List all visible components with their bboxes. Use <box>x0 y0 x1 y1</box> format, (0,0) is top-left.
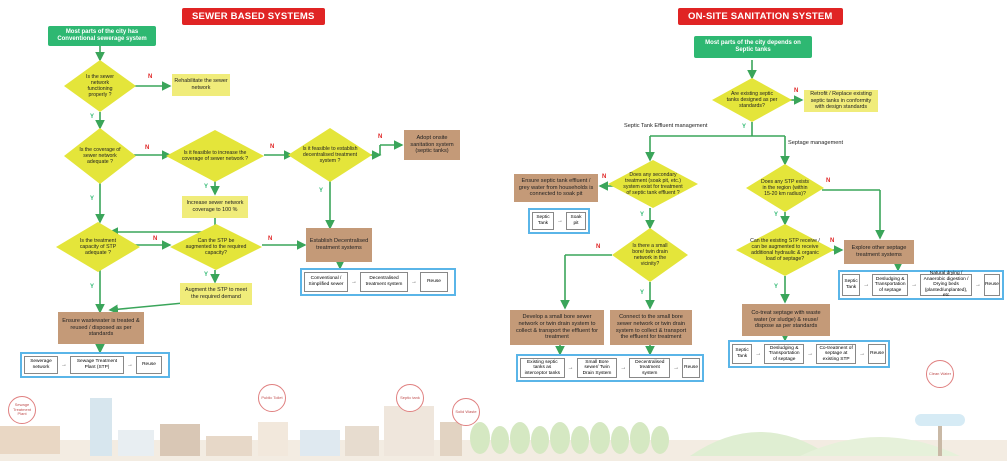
left-outcome-decentralised: Establish Decentralised treatment system… <box>306 228 372 262</box>
strip-cell: Conventional / Simplified sewer <box>304 272 348 292</box>
strip-cell: Reuse <box>682 358 700 378</box>
left-decision-sewer-functioning: Is the sewer network functioning properl… <box>64 60 136 112</box>
arrow-right-icon: → <box>351 279 357 285</box>
right-action-retrofit: Retrofit / Replace existing septic tanks… <box>804 90 878 112</box>
label-yes: Y <box>90 196 95 202</box>
arrow-right-icon: → <box>620 365 627 371</box>
strip-cell: Soak pit <box>566 212 586 230</box>
label-yes: Y <box>640 290 645 296</box>
strip-cell: Septic Tank <box>732 344 753 364</box>
arrow-right-icon: → <box>863 282 870 288</box>
arrow-right-icon: → <box>61 362 67 368</box>
strip-cell: Small Bore sewer/ Twin Drain System <box>576 358 618 378</box>
label-yes: Y <box>742 124 747 130</box>
label-yes: Y <box>640 212 645 218</box>
left-decision-stp-augment: Can the STP be augmented to the required… <box>170 224 262 270</box>
city-skyline-illustration <box>0 398 1007 461</box>
label-no: N <box>268 236 273 242</box>
right-outcome-explore-septage: Explore other septage treatment systems <box>844 240 914 264</box>
left-strip-sewerage: Sewerage network → Sewage Treatment Plan… <box>20 352 170 378</box>
scene-pin-clean-water: Clean Water <box>926 360 954 388</box>
label-no: N <box>830 238 835 244</box>
left-outcome-adopt-onsite: Adopt onsite sanitation system (septic t… <box>404 130 460 160</box>
strip-cell: Reuse <box>868 344 886 364</box>
strip-cell: Septic Tank <box>842 274 861 296</box>
label-no: N <box>596 244 601 250</box>
arrow-right-icon: → <box>859 351 866 357</box>
strip-cell: Desludging & Transportation of septage <box>872 274 909 296</box>
label-no: N <box>145 145 150 151</box>
left-start-box: Most parts of the city has Conventional … <box>48 26 156 46</box>
label-yes: Y <box>774 284 779 290</box>
left-action-increase-coverage: Increase sewer network coverage to 100 % <box>182 196 248 218</box>
right-decision-stp-exists: Does any STP exists in the region (withi… <box>746 164 824 212</box>
branch-label-septage: Septage management <box>788 140 844 146</box>
label-no: N <box>270 144 275 150</box>
label-yes: Y <box>204 184 209 190</box>
right-action-develop-drain: Develop a small bore sewer network or tw… <box>510 310 604 345</box>
left-decision-coverage-adequate: Is the coverage of sewer network adequat… <box>64 128 136 184</box>
label-no: N <box>378 134 383 140</box>
title-sewer-based: SEWER BASED SYSTEMS <box>182 8 325 25</box>
strip-cell: Sewerage network <box>24 356 58 374</box>
arrow-right-icon: → <box>755 351 762 357</box>
strip-cell: Existing septic tanks as interceptor tan… <box>520 358 565 378</box>
strip-cell: Sewage Treatment Plant (STP) <box>70 356 124 374</box>
title-onsite-sanitation: ON-SITE SANITATION SYSTEM <box>678 8 843 25</box>
right-strip-cotreatment: Septic Tank → Desludging & Transportatio… <box>728 340 890 368</box>
left-action-rehabilitate: Rehabilitate the sewer network <box>172 74 230 96</box>
label-no: N <box>148 74 153 80</box>
arrow-right-icon: → <box>411 279 417 285</box>
arrow-right-icon: → <box>127 362 133 368</box>
label-no: N <box>153 236 158 242</box>
scene-pin-solid-waste: Solid Waste <box>452 398 480 426</box>
label-yes: Y <box>774 212 779 218</box>
label-yes: Y <box>204 272 209 278</box>
label-yes: Y <box>319 188 324 194</box>
left-action-augment-stp: Augment the STP to meet the required dem… <box>180 283 252 305</box>
right-outcome-soakpit: Ensure septic tank effluent / grey water… <box>514 174 598 202</box>
arrow-right-icon: → <box>807 351 814 357</box>
label-no: N <box>602 174 607 180</box>
strip-cell: Decentralised treatment system <box>360 272 408 292</box>
strip-cell: Decentralised treatment system <box>629 358 671 378</box>
right-start-box: Most parts of the city depends on Septic… <box>694 36 812 58</box>
right-decision-secondary-treatment: Does any secondary treatment (soak pit, … <box>608 160 698 208</box>
label-no: N <box>794 88 799 94</box>
left-outcome-ensure-reuse: Ensure wastewater is treated & reused / … <box>58 312 144 344</box>
right-decision-septic-standards: Are existing septic tanks designed as pe… <box>712 78 792 122</box>
strip-cell: Reuse <box>420 272 448 292</box>
strip-cell: Natural drying / Anaerobic digestion / D… <box>920 271 972 298</box>
arrow-right-icon: → <box>975 282 981 288</box>
scene-pin-septic-tank: Septic tank <box>396 384 424 412</box>
left-decision-increase-coverage: Is it feasible to increase the coverage … <box>166 130 264 182</box>
left-decision-decentralised-feasible: Is it feasible to establish decentralise… <box>288 128 372 182</box>
right-action-connect-drain: Connect to the small bore sewer network … <box>610 310 692 345</box>
strip-cell: Desludging & Transportation of septage <box>764 344 805 364</box>
scene-pin-public-toilet: Public Toilet <box>258 384 286 412</box>
scene-pin-stp: Sewage Treatment Plant <box>8 396 36 424</box>
branch-label-effluent: Septic Tank Effluent management <box>624 123 708 129</box>
arrow-right-icon: → <box>557 218 563 224</box>
strip-cell: Reuse <box>136 356 162 374</box>
strip-cell: Septic Tank <box>532 212 554 230</box>
left-decision-stp-capacity: Is the treatment capacity of STP adequat… <box>56 222 140 272</box>
arrow-right-icon: → <box>911 282 918 288</box>
label-yes: Y <box>90 284 95 290</box>
label-yes: Y <box>90 114 95 120</box>
right-decision-stp-receive: Can the existing STP receive / can be au… <box>736 224 834 276</box>
right-strip-soakpit: Septic Tank → Soak pit <box>528 208 590 234</box>
label-no: N <box>826 178 831 184</box>
right-strip-drain: Existing septic tanks as interceptor tan… <box>516 354 704 382</box>
strip-cell: Reuse <box>984 274 1000 296</box>
right-action-cotreat: Co-treat septage with waste water (or sl… <box>742 304 830 336</box>
right-decision-drain-network: Is there a small bore/ twin drain networ… <box>612 228 688 282</box>
arrow-right-icon: → <box>673 365 680 371</box>
strip-cell: Co-treatment of septage at existing STP <box>816 344 857 364</box>
right-strip-septage: Septic Tank → Desludging & Transportatio… <box>838 270 1004 300</box>
left-strip-decentralised: Conventional / Simplified sewer → Decent… <box>300 268 456 296</box>
arrow-right-icon: → <box>567 365 574 371</box>
